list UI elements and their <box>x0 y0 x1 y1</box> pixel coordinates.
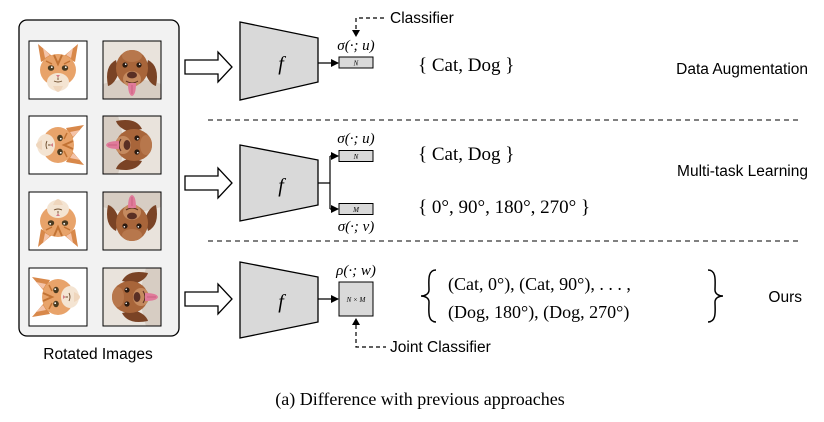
row-title-ours: Ours <box>768 289 802 306</box>
rotated-images-label: Rotated Images <box>43 346 153 363</box>
cat-image-rot-270 <box>28 267 88 327</box>
head-split-connector <box>318 156 331 209</box>
network-symbol-augmentation: f <box>278 53 286 75</box>
cat-image-rot-180 <box>28 191 88 251</box>
image-grid <box>28 40 162 327</box>
label-set-multitask-rotation: { 0°, 90°, 180°, 270° } <box>418 197 590 218</box>
network-symbol-multitask: f <box>278 175 286 197</box>
classifier-label: Classifier <box>390 10 454 27</box>
joint-classifier-pointer-line <box>355 325 386 348</box>
joint-classifier-label: Joint Classifier <box>390 339 491 356</box>
classifier-pointer-line <box>355 17 384 30</box>
cat-image-rot-0 <box>28 40 88 100</box>
classifier-pointer-arrowhead <box>352 30 360 37</box>
head-symbol-multitask-2: σ(·; v) <box>338 219 375 235</box>
joint-set-right-brace <box>707 269 724 323</box>
row-title-multitask: Multi-task Learning <box>677 163 808 180</box>
joint-set-left-brace <box>420 269 437 323</box>
input-arrow-augmentation <box>184 50 233 84</box>
head-symbol-ours: ρ(·; w) <box>335 263 376 279</box>
head-size-multitask-1: N <box>353 153 359 161</box>
label-set-augmentation: { Cat, Dog } <box>418 55 514 76</box>
joint-set-line-2: (Dog, 180°), (Dog, 270°) <box>448 302 629 323</box>
dog-image-rot-270 <box>102 267 162 327</box>
figure-caption: (a) Difference with previous approaches <box>275 389 565 410</box>
network-block-augmentation <box>239 21 319 101</box>
head-size-augmentation: N <box>353 60 359 68</box>
head-size-ours: N × M <box>346 296 367 304</box>
joint-classifier-head <box>338 281 374 317</box>
label-set-multitask-class: { Cat, Dog } <box>418 144 514 165</box>
dog-image-rot-0 <box>102 40 162 100</box>
dog-image-rot-90 <box>102 115 162 175</box>
head-symbol-multitask-1: σ(·; u) <box>337 131 374 147</box>
network-block-ours <box>239 261 319 339</box>
row-title-augmentation: Data Augmentation <box>676 61 808 78</box>
classifier-head-multitask-1 <box>338 150 374 162</box>
classifier-head-augmentation <box>338 56 374 69</box>
input-arrow-ours <box>184 282 233 316</box>
classifier-head-multitask-2 <box>338 203 374 215</box>
dog-image-rot-180 <box>102 191 162 251</box>
network-symbol-ours: f <box>278 291 286 313</box>
head-symbol-augmentation: σ(·; u) <box>337 38 374 54</box>
joint-classifier-pointer-arrowhead <box>352 318 360 325</box>
joint-set-line-1: (Cat, 0°), (Cat, 90°), . . . , <box>448 274 631 295</box>
input-arrow-multitask <box>184 166 233 200</box>
cat-image-rot-90 <box>28 115 88 175</box>
head-size-multitask-2: M <box>352 206 360 214</box>
network-block-multitask <box>239 144 319 222</box>
